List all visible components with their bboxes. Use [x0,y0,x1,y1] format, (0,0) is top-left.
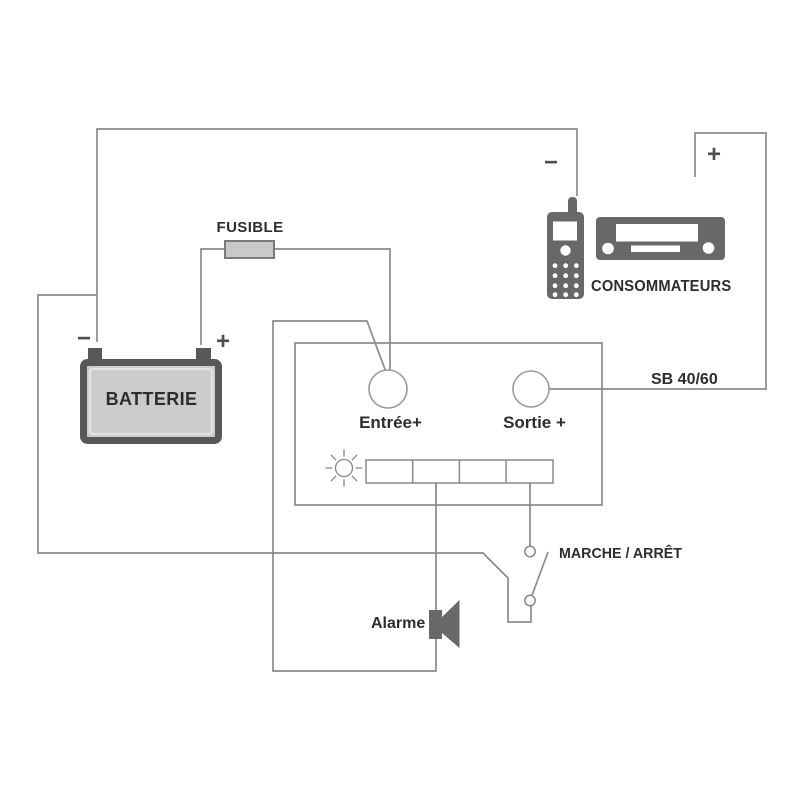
radio-slot [631,245,680,252]
battery-inner-highlight [88,367,214,436]
battery-minus-sign: − [77,325,92,352]
fuse-label: FUSIBLE [216,219,284,236]
wire-battery-plus-to-fuse [200,248,225,345]
wire-input-to-alarm-loop [272,320,437,672]
phone-screen [553,221,577,241]
output-terminal-circle [512,370,550,408]
mobile-phone-icon [547,197,584,299]
radio-knob-left [602,242,614,255]
on-off-switch-icon [524,545,536,607]
terminal-block-dividers [411,460,507,483]
consumers-minus-sign: − [544,149,559,176]
switch-contact-bottom [524,594,536,607]
led-indicator-icon [325,449,363,487]
input-terminal-circle [368,369,408,409]
model-label: SB 40/60 [651,371,718,388]
battery-label: BATTERIE [105,389,198,409]
power-switch-label: MARCHE / ARRÊT [559,545,682,562]
phone-keypad [552,263,579,298]
speaker-icon [429,600,460,648]
terminal-block [365,459,554,484]
radio-knob-right [702,242,715,254]
fuse-icon [224,240,275,259]
battery-terminal-minus [88,348,102,360]
wire-battery-minus-to-phone [96,128,578,342]
led-rays [325,449,363,487]
wire-fuse-to-input [274,248,391,370]
switch-lever [530,551,549,599]
consumers-label: CONSOMMATEURS [591,278,732,295]
phone-button [560,245,571,256]
led-circle [334,458,354,478]
battery-plus-sign: + [216,328,231,355]
wires [37,128,767,672]
car-radio-icon [596,217,725,260]
switch-contact-top [524,545,536,558]
battery-icon [80,348,222,444]
speaker-magnet [429,610,442,639]
consumers-plus-sign: + [707,141,722,168]
radio-display [616,224,698,242]
speaker-cone [442,600,460,648]
battery-body [80,359,222,444]
alarm-label: Alarme [371,615,426,632]
battery-terminal-plus [196,348,211,360]
wire-output-to-consumers [549,132,767,390]
output-terminal-label: Sortie + [503,413,566,432]
wire-minus-to-switch [37,294,532,623]
input-terminal-label: Entrée+ [359,413,422,432]
